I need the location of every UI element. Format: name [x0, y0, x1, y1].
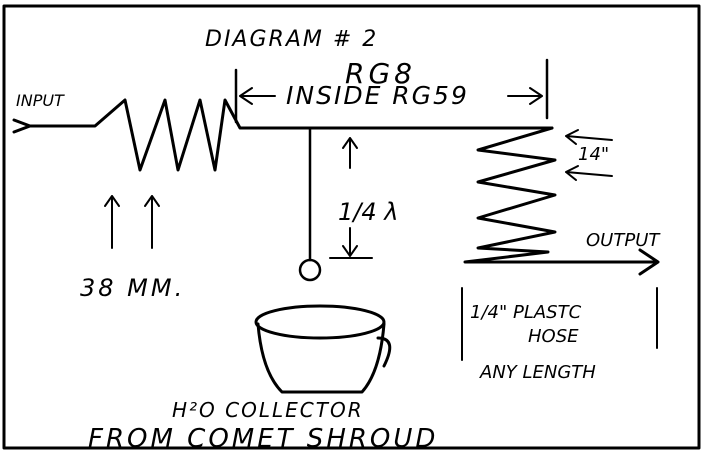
up-arrow-icon	[342, 137, 358, 169]
water-collector-icon	[254, 304, 392, 394]
diameter-arrow-right-icon	[144, 195, 160, 249]
output-label: OUTPUT	[586, 230, 661, 251]
spacing-label: 14"	[578, 144, 609, 165]
coil-diameter-label: 38 MM.	[80, 274, 185, 302]
stub-length-label: 1/4 λ	[338, 198, 398, 226]
page-border	[2, 4, 701, 450]
output-arrow-icon	[638, 248, 660, 276]
output-coil	[463, 126, 657, 264]
spacing-arrow-bottom-icon	[565, 165, 613, 181]
input-coil	[26, 98, 554, 172]
diameter-arrow-left-icon	[104, 195, 120, 249]
right-arrow-icon	[507, 87, 543, 105]
hose-line-1: 1/4" PLASTC	[470, 302, 582, 323]
diagram-title: DIAGRAM # 2	[205, 27, 378, 52]
left-arrow-icon	[239, 87, 276, 105]
cable-type-label: RG8	[345, 57, 416, 90]
input-label: INPUT	[16, 91, 65, 110]
hose-line-3: ANY LENGTH	[479, 362, 596, 383]
inner-cable-label: INSIDE RG59	[286, 81, 469, 110]
down-arrow-icon	[342, 227, 358, 257]
spacing-arrow-top-icon	[565, 129, 613, 145]
collector-label-line-1: H²O COLLECTOR	[172, 398, 364, 422]
stub-end-circle	[298, 258, 322, 282]
collector-label-line-2: FROM COMET SHROUD	[88, 424, 438, 454]
hose-line-2: HOSE	[528, 326, 579, 347]
